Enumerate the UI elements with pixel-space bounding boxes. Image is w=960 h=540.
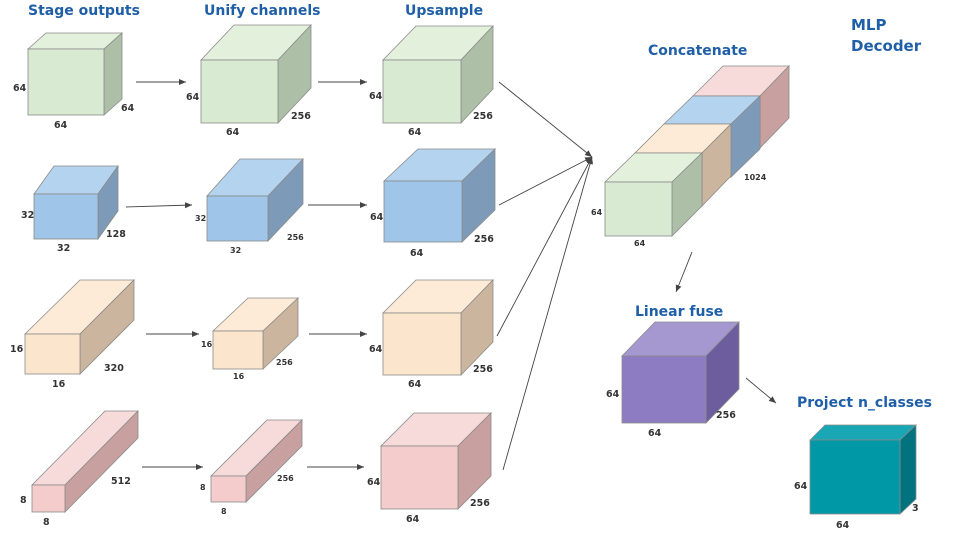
- dim-label: 16: [10, 344, 24, 355]
- dim-label: 1024: [744, 173, 767, 182]
- dim-label: 64: [121, 103, 135, 114]
- dim-label: 16: [233, 372, 245, 381]
- stage-output-3-cube: [24, 279, 135, 375]
- dim-label: 512: [111, 476, 131, 487]
- cube-front: [380, 445, 459, 510]
- dim-label: 32: [57, 243, 70, 254]
- cube-top: [809, 424, 918, 441]
- unify-4-cube: [210, 419, 303, 503]
- stage-output-1-cube: [26, 32, 124, 116]
- dim-label: 64: [836, 520, 850, 531]
- dim-label: 256: [277, 474, 294, 483]
- dim-label: 64: [408, 379, 422, 390]
- arrow: [125, 202, 193, 209]
- dim-label: 8: [221, 507, 227, 516]
- dim-label: 16: [52, 379, 66, 390]
- dim-label: 64: [369, 344, 383, 355]
- header-upsample: Upsample: [405, 3, 483, 19]
- header-unify-channels: Unify channels: [204, 3, 321, 19]
- dim-label: 32: [230, 246, 241, 255]
- cube-front: [604, 181, 673, 237]
- dim-label: 64: [367, 477, 381, 488]
- dim-label: 64: [406, 514, 420, 525]
- dim-label: 64: [606, 389, 620, 400]
- dim-label: 64: [634, 239, 646, 248]
- unify-3-cube: [211, 297, 300, 370]
- dim-label: 16: [201, 340, 213, 349]
- dim-label: 64: [186, 92, 200, 103]
- dim-label: 320: [104, 363, 124, 374]
- header-project-n-classes: Project n_classes: [797, 395, 932, 411]
- cube-front: [200, 59, 279, 124]
- dim-label: 8: [43, 517, 50, 528]
- upsample-4-cube: [380, 412, 492, 510]
- dim-label: 64: [13, 83, 27, 94]
- dim-label: 64: [410, 248, 424, 259]
- dim-label: 8: [200, 483, 206, 492]
- arrow: [498, 81, 593, 158]
- dim-label: 64: [408, 127, 422, 138]
- arrow: [675, 251, 693, 293]
- cube-side: [899, 424, 917, 515]
- stage-output-4-cube: [31, 410, 139, 513]
- dim-label: 32: [195, 214, 206, 223]
- cube-front: [210, 475, 247, 503]
- cube-front: [33, 193, 99, 240]
- header-stage-outputs: Stage outputs: [28, 3, 140, 19]
- header-linear-fuse: Linear fuse: [635, 304, 723, 320]
- header-concatenate: Concatenate: [648, 43, 747, 59]
- cube-front: [809, 439, 901, 515]
- cube-front: [206, 195, 269, 242]
- dim-label: 256: [287, 233, 304, 242]
- concat-slice-green: [604, 152, 703, 237]
- project-cube: [809, 424, 918, 515]
- unify-2-cube: [206, 157, 304, 243]
- arrow: [745, 377, 777, 404]
- header-mlp: MLP: [851, 16, 886, 34]
- dim-label: 64: [54, 120, 68, 131]
- concat-stack: [604, 65, 790, 237]
- cube-front: [382, 312, 462, 376]
- upsample-3-cube: [382, 279, 494, 376]
- unify-1-cube: [200, 23, 312, 125]
- cube-front: [212, 330, 264, 370]
- dim-label: 64: [794, 481, 808, 492]
- dim-label: 3: [912, 503, 919, 514]
- header-decoder: Decoder: [851, 37, 922, 55]
- cube-front: [383, 180, 463, 243]
- dim-label: 256: [473, 364, 493, 375]
- dim-label: 128: [106, 229, 126, 240]
- stage-output-2-cube: [33, 164, 119, 241]
- cube-front: [24, 333, 81, 375]
- cube-front: [27, 48, 105, 116]
- dim-label: 64: [591, 208, 603, 217]
- dim-label: 256: [291, 111, 311, 122]
- arrow: [502, 156, 593, 471]
- dim-label: 256: [474, 234, 494, 245]
- cube-front: [621, 355, 707, 424]
- upsample-1-cube: [382, 24, 494, 125]
- dim-label: 64: [648, 428, 662, 439]
- cube-front: [382, 59, 462, 124]
- dim-label: 256: [276, 358, 293, 367]
- dim-label: 64: [370, 212, 384, 223]
- cube-front: [31, 484, 66, 513]
- linear-fuse-cube: [621, 321, 740, 424]
- arrow: [498, 156, 593, 206]
- arrow: [496, 156, 593, 337]
- dim-label: 256: [473, 111, 493, 122]
- dim-label: 256: [470, 498, 490, 509]
- dim-label: 8: [20, 495, 27, 506]
- dim-label: 256: [716, 410, 736, 421]
- dim-label: 64: [226, 127, 240, 138]
- upsample-2-cube: [382, 148, 496, 243]
- dim-label: 64: [369, 91, 383, 102]
- dim-label: 32: [21, 210, 34, 221]
